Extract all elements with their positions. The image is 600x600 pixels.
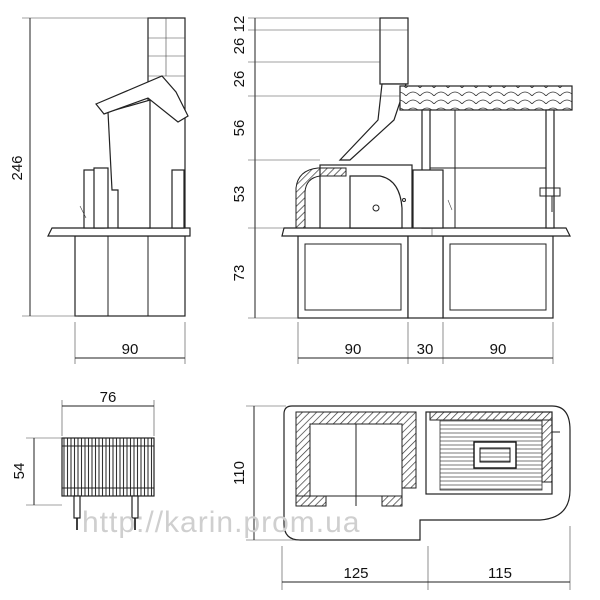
top-depth-dimension: 76 [61,389,155,436]
front-dim-4: 56 [231,120,248,137]
side-counter [47,227,191,237]
side-view [47,17,191,317]
top-height-dimension: 54 [11,437,62,506]
front-counter [281,227,571,237]
front-base-right [442,235,554,319]
front-dim-6: 73 [231,265,248,282]
front-dim-1: 12 [231,16,248,33]
front-width-2: 30 [417,341,434,358]
plan-width-dimensions: 125 115 [281,526,571,590]
front-width-dimensions: 90 30 90 [297,322,554,364]
side-body [107,99,151,229]
top-depth-label: 76 [100,389,117,406]
top-view [61,437,155,530]
side-base [74,235,186,317]
front-dim-3: 26 [231,71,248,88]
front-width-1: 90 [345,341,362,358]
side-height-dimension: 246 [9,17,150,317]
front-height-dimensions: 12 26 26 56 53 73 [231,16,400,319]
top-height-label: 54 [11,463,28,480]
front-dim-2: 26 [231,38,248,55]
side-width-dimension: 90 [74,322,186,364]
front-oven-door [349,175,403,229]
top-view-roof [61,437,155,497]
front-base-left [297,235,409,319]
front-chimney [379,17,409,85]
plan-view [283,405,571,541]
plan-width-2: 115 [488,565,512,582]
front-oven-hatched [295,167,347,229]
plan-width-1: 125 [343,565,368,582]
front-post-right [545,109,555,229]
watermark: http://karin.prom.ua [82,506,360,539]
front-dim-5: 53 [231,186,248,203]
side-roof [95,75,189,123]
front-chimney-hood [338,83,407,161]
front-view [281,17,573,319]
plan-depth-dimension: 110 [231,405,300,541]
front-width-3: 90 [490,341,507,358]
plan-depth-label: 110 [231,461,248,485]
side-width-label: 90 [122,341,139,358]
side-height-label: 246 [9,155,26,180]
